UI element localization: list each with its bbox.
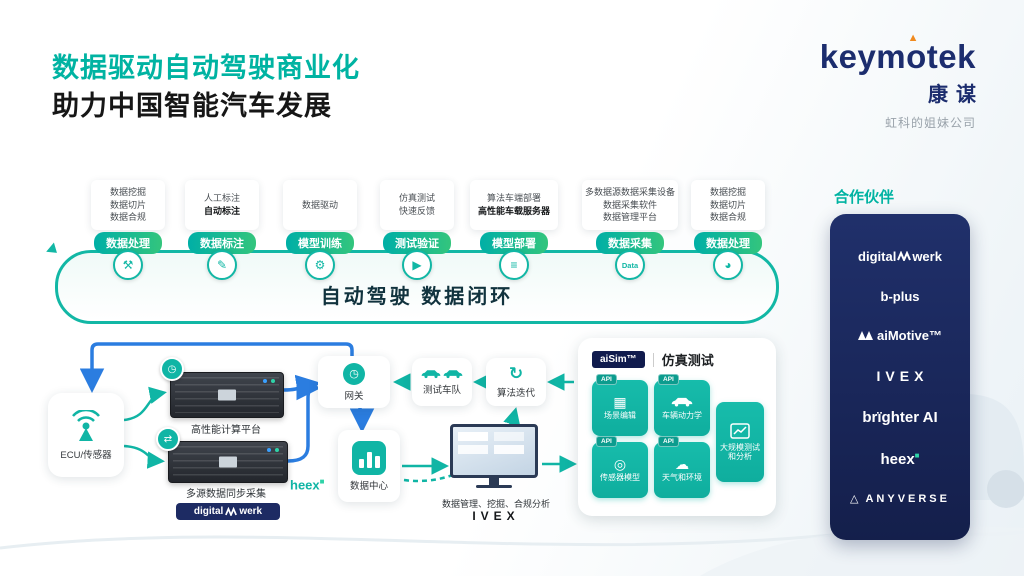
pie-chart-icon: ◕ <box>713 250 743 280</box>
stage-acquisition: 多数据源数据采集设备 数据采集软件 数据管理平台 数据采集 Data <box>582 180 678 280</box>
stage-training: 数据驱动 模型训练 ⚙ <box>283 180 357 280</box>
loop-label: 自动驾驶 数据闭环 <box>320 285 514 308</box>
weather-icon: ☁ <box>675 456 689 473</box>
test-fleet-node: 测试车队 <box>412 358 472 406</box>
stage-label: 数据处理 <box>694 232 762 254</box>
stage-label: 测试验证 <box>383 232 451 254</box>
analysis-monitor <box>450 424 538 488</box>
algorithm-iteration-node: ↻ 算法迭代 <box>486 358 546 406</box>
server-panel <box>219 456 237 468</box>
logo-accent-icon: ▲ <box>907 32 919 44</box>
server-panel <box>218 389 236 401</box>
partners-heading: 合作伙伴 <box>834 189 895 206</box>
stage-data-process-1: 数据挖掘 数据切片 数据合规 数据处理 ⚒ <box>91 180 165 280</box>
stage-box: 仿真测试 快速反馈 <box>380 180 454 230</box>
digitalwerk-logo: digital werk <box>176 503 280 520</box>
digitalwerk-mark-icon <box>225 507 238 516</box>
stage-deployment: 算法车端部署 高性能车载服务器 模型部署 ≡ <box>470 180 558 280</box>
brand-tagline: 虹科的姐妹公司 <box>884 116 976 130</box>
bar-chart-icon <box>352 440 386 475</box>
data-center-node: 数据中心 <box>338 430 400 502</box>
stage-box: 数据挖掘 数据切片 数据合规 <box>691 180 765 230</box>
stage-label: 数据标注 <box>188 232 256 254</box>
stage-label: 模型训练 <box>286 232 354 254</box>
antenna-icon <box>72 409 100 441</box>
page-title: 数据驱动自动驾驶商业化 <box>52 53 360 83</box>
gauge-badge-icon: ◷ <box>160 357 184 381</box>
car-icon <box>421 369 463 379</box>
heex-mark-icon: ■ <box>914 450 920 460</box>
digitalwerk-mark-icon <box>897 251 912 262</box>
scene-icon: ▦ <box>613 394 627 411</box>
hpc-caption: 高性能计算平台 <box>191 425 261 436</box>
server-icon: ≡ <box>499 250 529 280</box>
sensor-icon: ◎ <box>613 456 627 473</box>
ecu-sensor-node: ECU/传感器 <box>48 393 124 477</box>
aisim-logo: aiSim™ <box>592 351 645 368</box>
stage-label: 数据处理 <box>94 232 162 254</box>
stage-validation: 仿真测试 快速反馈 测试验证 ▶ <box>380 180 454 280</box>
sim-module-scene: API ▦ 场景编辑 <box>592 374 648 436</box>
stage-label: 数据采集 <box>596 232 664 254</box>
heex-mark-icon: ■ <box>319 477 325 486</box>
gear-icon: ⚙ <box>305 250 335 280</box>
stage-box: 人工标注 自动标注 <box>185 180 259 230</box>
stage-box: 多数据源数据采集设备 数据采集软件 数据管理平台 <box>582 180 678 230</box>
data-icon: Data <box>615 250 645 280</box>
stage-box: 数据挖掘 数据切片 数据合规 <box>91 180 165 230</box>
partner-brighter-ai: brïghter AI <box>862 408 938 426</box>
sim-analytics-box: 大规模测试和分析 <box>716 402 764 482</box>
car-icon <box>671 395 693 409</box>
partner-heex: heex■ <box>880 450 920 468</box>
simulation-header: aiSim™ 仿真测试 <box>592 350 714 369</box>
partner-ivex: IVEX <box>876 368 929 384</box>
brand-block: keymotek ▲ 康谋 虹科的姐妹公司 <box>819 32 976 131</box>
process-icon: ⚒ <box>113 250 143 280</box>
logger-caption: 多源数据同步采集 <box>186 489 266 500</box>
keymotek-logo: keymotek ▲ <box>819 32 976 75</box>
partners-panel: digital werk b-plus aiMotive™ IVEX brïgh… <box>830 214 970 540</box>
data-logger-image <box>168 441 288 483</box>
simulation-title: 仿真测试 <box>661 353 714 368</box>
partner-digitalwerk: digital werk <box>858 248 942 264</box>
ecu-label: ECU/传感器 <box>60 449 112 461</box>
ivex-logo: IVEX <box>472 509 520 523</box>
gauge-icon: ◷ <box>343 362 365 385</box>
stage-box: 算法车端部署 高性能车载服务器 <box>470 180 558 230</box>
sim-module-weather: API ☁ 天气和环境 <box>654 436 710 498</box>
divider <box>652 352 654 367</box>
simulation-panel: aiSim™ 仿真测试 API ▦ 场景编辑 API 车辆动力学 API ◎ 传… <box>578 338 776 516</box>
partner-aimotive: aiMotive™ <box>857 328 942 343</box>
loop-icon: ↻ <box>508 364 524 383</box>
monitor-screen <box>450 424 538 478</box>
annotate-icon: ✎ <box>207 250 237 280</box>
brand-chinese-name: 康谋 <box>928 84 984 106</box>
gateway-node: ◷ 网关 <box>318 356 390 408</box>
page-subtitle: 助力中国智能汽车发展 <box>52 91 332 121</box>
analytics-icon <box>730 423 750 439</box>
stage-box: 数据驱动 <box>283 180 357 230</box>
stage-label: 模型部署 <box>480 232 548 254</box>
server-leds <box>275 448 279 452</box>
sim-module-sensor: API ◎ 传感器模型 <box>592 436 648 498</box>
hpc-server-image <box>170 372 284 418</box>
aimotive-mark-icon <box>857 331 873 341</box>
server-leds <box>271 379 275 383</box>
sim-module-vehicle: API 车辆动力学 <box>654 374 710 436</box>
partner-anyverse: △ ANYVERSE <box>850 492 950 506</box>
heex-logo: heex■ <box>290 477 325 493</box>
monitor-base <box>476 485 512 488</box>
sync-badge-icon: ⇄ <box>156 427 180 451</box>
stage-annotation: 人工标注 自动标注 数据标注 ✎ <box>185 180 259 280</box>
partner-b-plus: b-plus <box>880 288 920 304</box>
anyverse-mark-icon: △ <box>850 493 862 506</box>
stage-data-process-2: 数据挖掘 数据切片 数据合规 数据处理 ◕ <box>691 180 765 280</box>
monitor-stand <box>489 478 499 485</box>
analysis-caption: 数据管理、挖掘、合规分析 <box>441 499 550 509</box>
monitor-play-icon: ▶ <box>402 250 432 280</box>
